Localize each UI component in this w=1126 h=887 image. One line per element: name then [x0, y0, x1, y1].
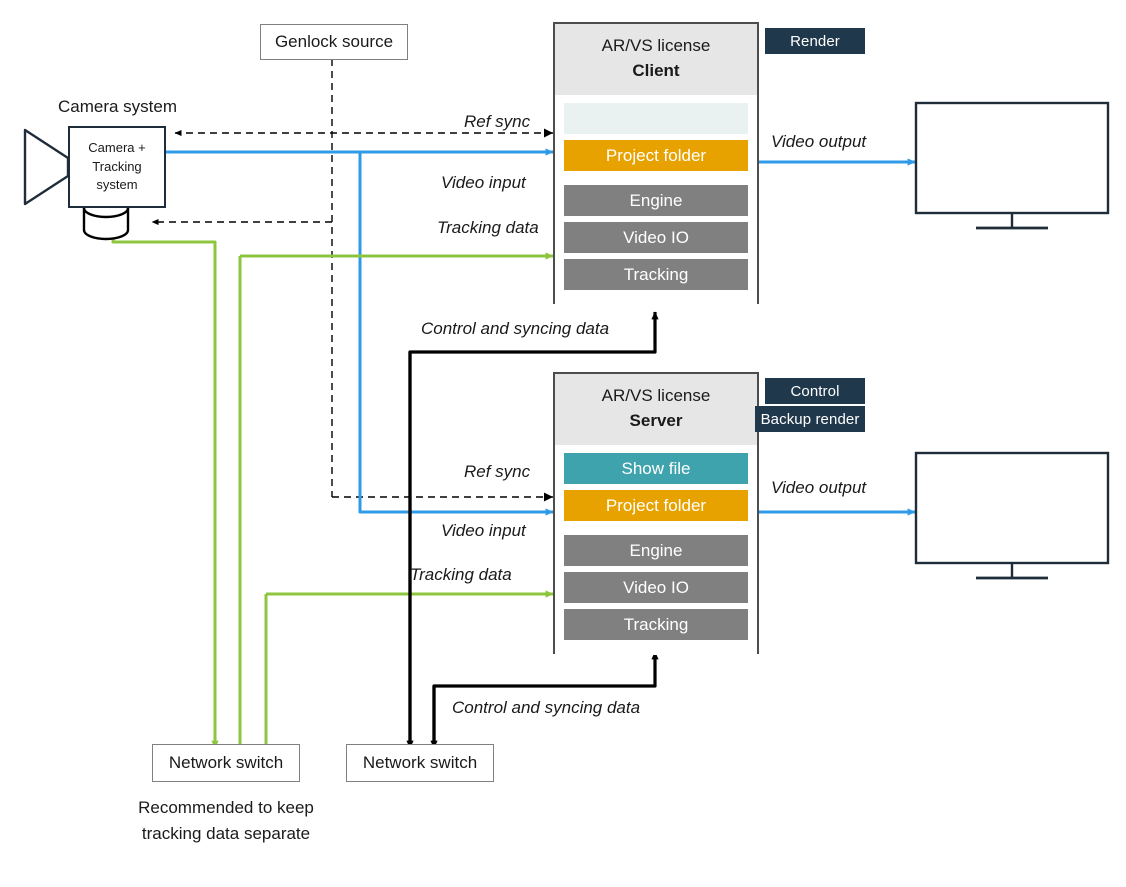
server-slot-project-folder[interactable]: Project folder [564, 490, 748, 522]
camera-body-line2: Tracking [92, 158, 142, 174]
server-machine-panel[interactable]: AR/VS license Server Show file Project f… [553, 372, 759, 656]
network-switch-control-box[interactable]: Network switch [346, 744, 494, 782]
camera-tracking-system-box[interactable]: Camera + Tracking system [68, 126, 166, 208]
wire-tracking-device-to-switch [111, 232, 219, 749]
server-badge-backup-render[interactable]: Backup render [755, 406, 865, 432]
client-header: AR/VS license Client [555, 24, 757, 96]
edge-label-video-input-server: Video input [441, 521, 526, 540]
camera-system-group-label: Camera system [58, 97, 178, 116]
genlock-source-label: Genlock source [274, 32, 394, 51]
client-slot-video-io[interactable]: Video IO [564, 222, 748, 254]
wire-tracking-data-server [264, 590, 554, 748]
camera-body-line3: system [96, 177, 138, 193]
tracking-separate-note: Recommended to keep tracking data separa… [126, 795, 326, 846]
edge-label-ref-sync-client: Ref sync [464, 112, 531, 131]
edge-label-ref-sync-server: Ref sync [464, 462, 531, 481]
server-slot-tracking[interactable]: Tracking [564, 609, 748, 641]
tracking-separate-note-line1: Recommended to keep [138, 798, 314, 817]
client-modules: Project folder Engine Video IO Tracking [555, 95, 757, 306]
edge-label-video-output-server: Video output [771, 478, 867, 497]
edge-label-video-input-client: Video input [441, 173, 526, 192]
server-badge-control[interactable]: Control [765, 378, 865, 404]
client-slot-project-folder[interactable]: Project folder [564, 140, 748, 172]
server-header: AR/VS license Server [555, 374, 757, 446]
client-slot-spacer [564, 177, 748, 185]
client-license-label: AR/VS license [601, 36, 711, 55]
server-slot-video-io[interactable]: Video IO [564, 572, 748, 604]
client-slot-blank[interactable] [564, 103, 748, 135]
server-modules: Show file Project folder Engine Video IO… [555, 445, 757, 656]
camera-lens-icon [23, 128, 70, 206]
monitor-client-icon [914, 101, 1110, 230]
genlock-source-box[interactable]: Genlock source [260, 24, 408, 60]
edge-label-tracking-data-client: Tracking data [437, 218, 539, 237]
server-slot-spacer [564, 527, 748, 535]
edge-label-control-sync-server: Control and syncing data [452, 698, 641, 717]
wire-ref-sync-server [332, 492, 553, 502]
tracking-separate-note-line2: tracking data separate [141, 823, 311, 843]
tracking-device-icon [82, 207, 130, 241]
server-role-label: Server [629, 410, 683, 430]
client-machine-panel[interactable]: AR/VS license Client Project folder Engi… [553, 22, 759, 306]
network-switch-tracking-label: Network switch [168, 753, 284, 772]
edge-label-tracking-data-server: Tracking data [410, 565, 512, 584]
client-slot-tracking[interactable]: Tracking [564, 259, 748, 291]
edge-label-video-output-client: Video output [771, 132, 867, 151]
monitor-server-icon [914, 451, 1110, 580]
network-switch-control-label: Network switch [362, 753, 478, 772]
client-badge-render[interactable]: Render [765, 28, 865, 54]
edge-label-control-sync-client: Control and syncing data [421, 319, 610, 338]
server-slot-show-file[interactable]: Show file [564, 453, 748, 485]
camera-body-line1: Camera + [88, 139, 146, 155]
server-slot-engine[interactable]: Engine [564, 535, 748, 567]
client-role-label: Client [632, 60, 680, 80]
network-switch-tracking-box[interactable]: Network switch [152, 744, 300, 782]
client-slot-engine[interactable]: Engine [564, 185, 748, 217]
server-license-label: AR/VS license [601, 386, 711, 405]
